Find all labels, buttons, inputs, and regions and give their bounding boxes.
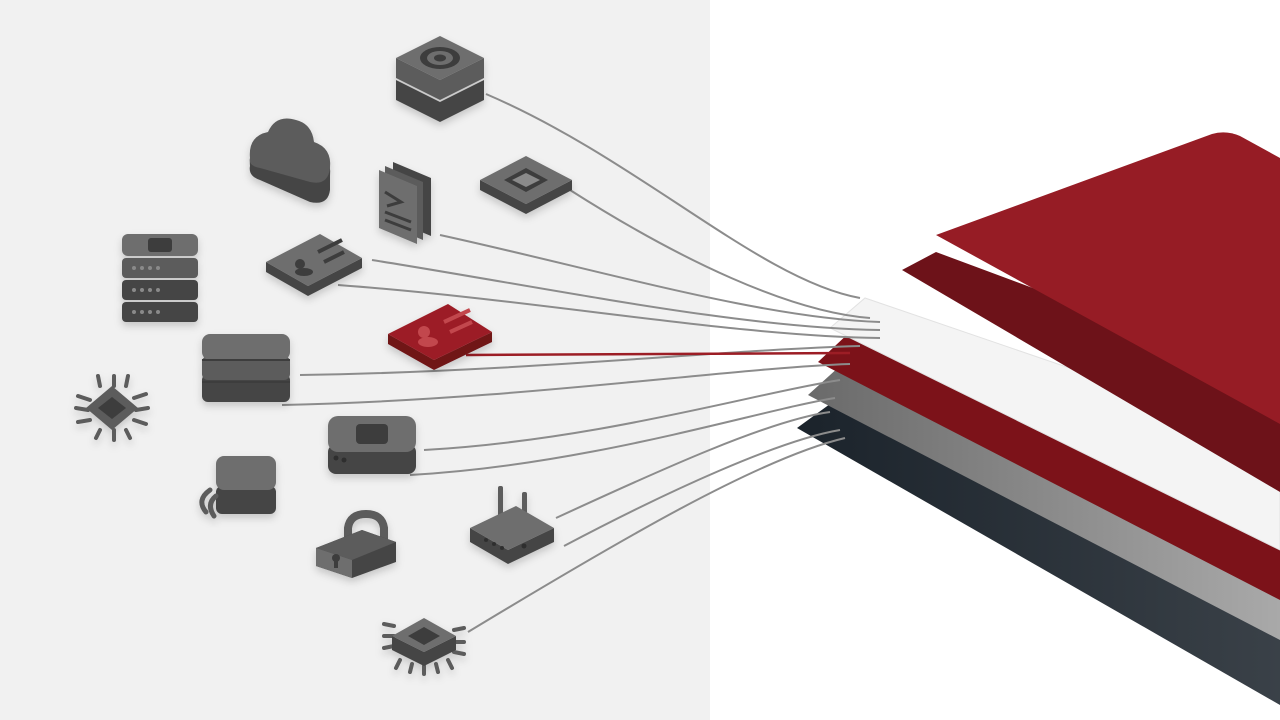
- red-layer-dark: [902, 252, 1280, 492]
- connector-line: [555, 411, 831, 519]
- connector-line: [569, 189, 871, 319]
- connector-line: [371, 259, 881, 331]
- cpu-chip-icon: [74, 374, 150, 442]
- highlighted-id-card-icon: [388, 304, 492, 370]
- processor-icon: [382, 618, 466, 676]
- connector-lines: [281, 93, 881, 633]
- storage-block-icon: [199, 456, 276, 519]
- connector-line: [439, 234, 881, 323]
- white-layer: [829, 297, 1280, 551]
- padlock-icon: [316, 509, 396, 578]
- layer-stack: [797, 132, 1280, 705]
- connector-line: [281, 363, 851, 406]
- connector-line: [485, 93, 861, 299]
- highlighted-connector-line: [465, 351, 851, 357]
- red-layer-top: [936, 132, 1280, 424]
- server-stack-icon: [122, 234, 198, 322]
- device-box-icon: [328, 416, 416, 474]
- connector-line: [467, 437, 846, 633]
- connector-line: [423, 379, 841, 451]
- gray-layer: [808, 366, 1280, 640]
- wireless-router-icon: [470, 486, 554, 564]
- document-stack-icon: [379, 162, 431, 244]
- database-stack-icon: [202, 334, 290, 402]
- cloud-icon: [249, 118, 331, 203]
- connector-line: [299, 345, 861, 376]
- background-left-panel: [0, 0, 710, 720]
- wifi-router-stack-icon: [396, 36, 484, 122]
- red-layer-middle: [818, 330, 1280, 600]
- connector-line: [409, 397, 836, 476]
- connector-line: [563, 429, 841, 547]
- id-card-icon: [266, 234, 362, 296]
- connector-line: [337, 284, 881, 339]
- navy-layer: [797, 404, 1280, 705]
- chip-tile-icon: [480, 156, 572, 214]
